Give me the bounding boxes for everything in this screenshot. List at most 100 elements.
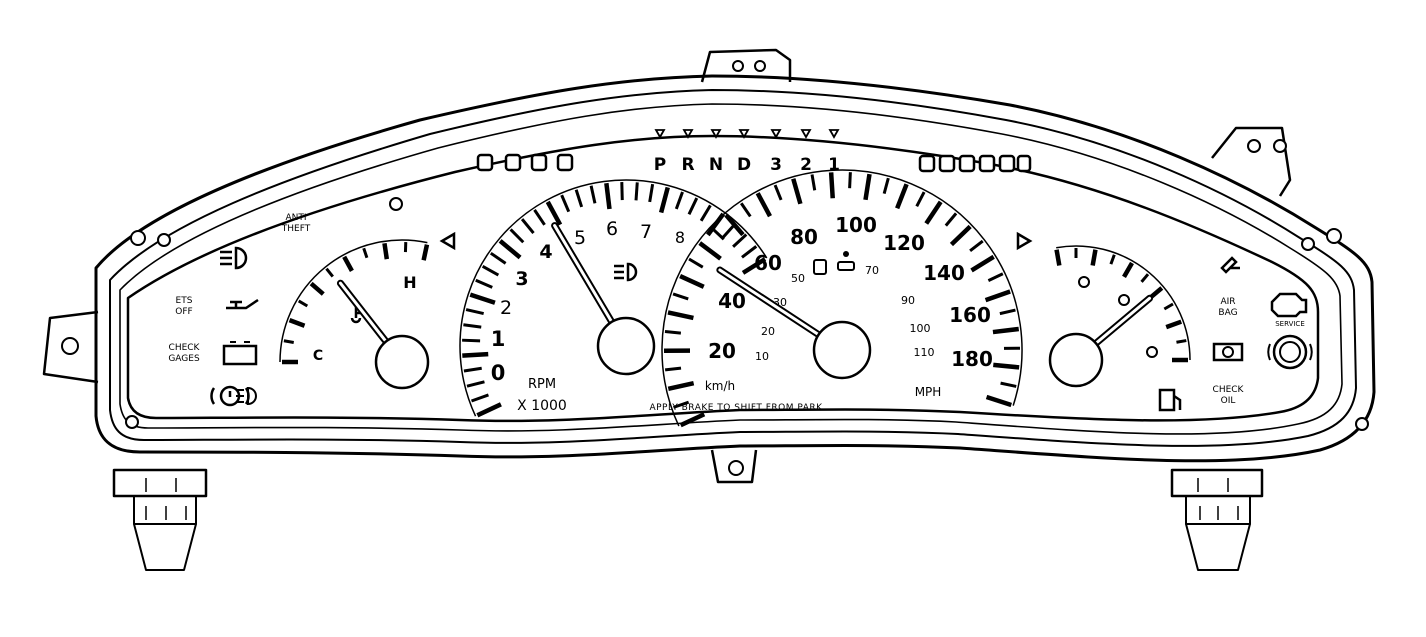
speedo-tick	[985, 394, 1012, 408]
speedo-tick	[915, 191, 926, 207]
coolant-thermometer-icon	[350, 302, 362, 324]
headlamp-icon	[220, 246, 248, 270]
prndl-carets	[654, 129, 840, 139]
prndl-letter-r: R	[681, 155, 694, 175]
speed-mph-80: 80	[790, 225, 818, 249]
fuel-arc	[1056, 245, 1191, 361]
tach-multiplier-label: X 1000	[517, 398, 567, 414]
washer-icon	[1212, 342, 1244, 362]
arrow-right-icon	[1016, 231, 1033, 251]
speed-kmh-90: 90	[901, 294, 915, 307]
fuel-tick	[1090, 249, 1098, 266]
speed-mph-label: MPH	[915, 385, 942, 399]
speedo-tick	[673, 400, 690, 409]
anti-theft-label-line1: ANTI	[285, 213, 306, 223]
speedometer-scale-ticks	[661, 169, 1023, 428]
tach-arc	[459, 179, 768, 417]
temp-tick	[283, 339, 295, 344]
check-oil-label-line1: CHECK	[1213, 385, 1245, 395]
speedo-tick	[969, 239, 984, 253]
tach-number-6: 6	[606, 218, 618, 240]
fuel-scale-ticks	[1054, 245, 1191, 363]
speed-mph-160: 160	[949, 303, 991, 327]
speedo-tick	[984, 289, 1011, 303]
fuel-tick	[1165, 319, 1183, 330]
temp-arc	[279, 239, 428, 363]
high-beam-icon	[236, 386, 257, 406]
temperature-scale-ticks	[279, 239, 430, 365]
trip-odometer-display	[476, 153, 574, 172]
headlamp-indicator-icon	[614, 262, 638, 282]
speedo-tick	[993, 362, 1020, 370]
speedo-tick	[949, 224, 972, 247]
tach-tick	[475, 278, 493, 289]
prndl-letter-p: P	[654, 155, 666, 175]
speedo-tick	[992, 326, 1020, 335]
speedo-tick	[664, 366, 682, 372]
tach-tick	[462, 351, 489, 358]
tach-tick	[489, 251, 507, 265]
seatbelt-icon	[1267, 334, 1313, 370]
temperature-hub	[374, 334, 430, 390]
fuel-gauge	[1048, 245, 1191, 412]
speedo-tick	[828, 172, 835, 199]
fuel-hub	[1048, 332, 1104, 388]
speed-kmh-label: km/h	[705, 379, 735, 393]
speedo-tick	[667, 310, 694, 321]
prndl-caret-icon	[682, 129, 694, 139]
tachometer-scale-ticks	[459, 179, 768, 418]
speed-kmh-110: 110	[914, 346, 935, 359]
service-engine-label: SERVICE	[1275, 320, 1305, 328]
speed-kmh-50: 50	[791, 272, 805, 285]
temp-tick	[382, 242, 390, 260]
speed-kmh-70: 70	[865, 264, 879, 277]
tach-tick	[470, 393, 489, 403]
tach-tick	[462, 338, 481, 343]
temp-tick	[342, 255, 354, 272]
temperature-low-label: C	[313, 348, 323, 364]
prndl-caret-icon	[710, 129, 722, 139]
tach-number-4: 4	[539, 241, 552, 263]
tach-tick	[533, 209, 546, 226]
tach-tick	[604, 182, 612, 210]
tach-tick	[463, 366, 482, 373]
tach-number-1: 1	[491, 327, 506, 351]
battery-icon	[222, 341, 258, 366]
tach-number-8: 8	[675, 228, 685, 247]
arrow-left-icon	[439, 231, 456, 251]
fuel-tick	[1109, 254, 1116, 265]
speed-mph-20: 20	[708, 339, 736, 363]
door-ajar-icon	[1220, 256, 1240, 274]
prndl-letter-1: 1	[828, 155, 840, 175]
speedo-tick	[863, 173, 872, 201]
speed-mph-100: 100	[835, 213, 877, 237]
speedo-tick	[1000, 381, 1017, 388]
tach-tick	[465, 308, 484, 316]
tach-tick	[658, 186, 670, 214]
fuel-tick	[1122, 261, 1134, 278]
speedo-tick	[679, 273, 705, 289]
tach-tick	[463, 323, 482, 329]
tach-tick	[574, 189, 584, 208]
prndl-letter-3: 3	[770, 155, 782, 175]
temperature-gauge: H C	[279, 239, 430, 390]
speedo-tick	[664, 329, 682, 335]
prndl-letter-2: 2	[800, 155, 812, 175]
check-gages-label-line1: CHECK	[169, 343, 201, 353]
tach-tick	[699, 204, 712, 222]
tach-number-2: 2	[500, 297, 512, 319]
right-telltales: AIR BAG SERVICE CHECK OIL	[1212, 256, 1313, 406]
temp-tick	[362, 247, 369, 259]
tach-tick	[466, 380, 485, 388]
temp-tick	[297, 299, 309, 308]
service-engine-icon	[1270, 292, 1308, 318]
speedo-arc	[661, 169, 1023, 427]
temp-tick	[421, 244, 430, 261]
speed-mph-180: 180	[951, 347, 993, 371]
prndl-caret-icon	[828, 129, 840, 139]
traction-off-label-line1: ETS	[176, 296, 193, 306]
speed-kmh-20: 20	[761, 325, 775, 338]
tach-number-7: 7	[640, 221, 652, 243]
speedo-tick	[970, 254, 995, 273]
speedometer-hub	[812, 320, 872, 380]
